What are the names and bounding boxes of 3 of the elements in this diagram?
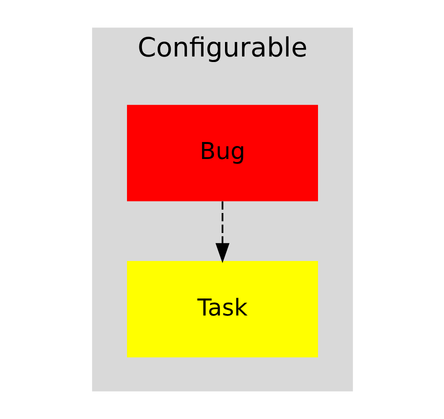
node-box: Bug — [126, 104, 318, 202]
node-box: Task — [126, 261, 318, 358]
arrow — [215, 201, 229, 264]
